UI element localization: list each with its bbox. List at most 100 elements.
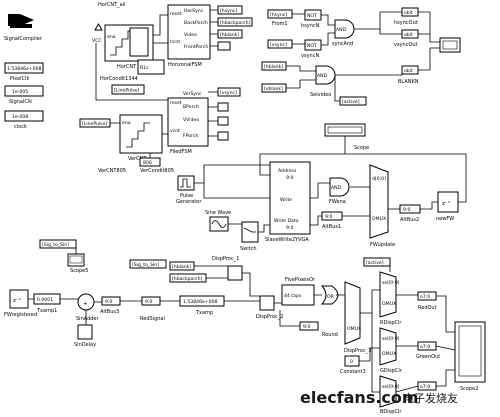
constant3-block[interactable]: 0 Constant3 (340, 355, 366, 375)
vcc-label: VCC (92, 38, 102, 44)
rgb-muxes[interactable]: sel[0:0] OMUX RDispClr sel[0:0] OMUX GDi… (379, 271, 403, 415)
horcnt-block[interactable]: ena HorCNT (104, 24, 154, 70)
svg-text:+: + (83, 301, 88, 307)
svg-text:DispProc_1: DispProc_1 (212, 256, 239, 262)
svg-text:AND: AND (336, 27, 347, 33)
fwregistered-block[interactable]: z⁻¹ FWregistered (4, 289, 37, 318)
svg-text:FWregistered: FWregistered (4, 312, 37, 318)
sig-to-sin-goto[interactable]: [Sig_to_Sin] (129, 259, 167, 269)
blue-out-block[interactable]: o7:0 (417, 381, 437, 391)
svg-text:Constant3: Constant3 (340, 369, 366, 375)
svg-text:9:0: 9:0 (145, 299, 152, 305)
svg-text:sel[0:0]: sel[0:0] (382, 384, 400, 390)
filed-fsm-block[interactable]: reset vcnt VerSync BPorch VVideo FPorch … (167, 91, 209, 155)
svg-text:d[0:0]: d[0:0] (372, 176, 386, 182)
scope2-block[interactable]: Scope2 (454, 321, 486, 392)
signalclk-value: 1e-005 (12, 89, 28, 95)
txamp1-block[interactable]: 0.0001 Txamp1 (33, 293, 61, 314)
svg-text:0.0001: 0.0001 (37, 297, 53, 303)
svg-text:FWena: FWena (329, 199, 346, 205)
svg-text:sel[0:0]: sel[0:0] (382, 280, 400, 286)
pixelclk-label: PixelClk (10, 76, 29, 82)
sine-wave-block[interactable]: Sine Wave (205, 210, 231, 232)
svg-text:[vsync]: [vsync] (220, 90, 237, 96)
slave-ram-block[interactable]: Address 9:0 Write Write Data 9:0 SlaveWr… (265, 161, 311, 243)
altbus1-block[interactable]: 9:0 AltBus1 (321, 211, 343, 230)
signalclk-block[interactable]: 1e-005 SignalClk (4, 85, 44, 105)
svg-text:Txamp: Txamp (195, 310, 213, 316)
altbus3-block[interactable]: 9:0 AltBus3 (100, 296, 121, 315)
pulse-generator[interactable]: Pulse Generator (176, 175, 202, 205)
svg-text:VVideo: VVideo (183, 117, 199, 123)
round-block[interactable]: 9:0 Round (299, 321, 338, 338)
svg-text:[vsync]: [vsync] (270, 42, 287, 48)
svg-text:OMUX: OMUX (382, 301, 396, 307)
svg-text:SlaveWrite2YVGA: SlaveWrite2YVGA (265, 237, 309, 243)
green-out-block[interactable]: o7:0 GreenOut (416, 341, 440, 360)
svg-text:o7:0: o7:0 (420, 294, 430, 300)
svg-text:newFW: newFW (436, 216, 454, 222)
red-out-block[interactable]: o7:0 RedOut (417, 291, 437, 311)
svg-text:vsyncN: vsyncN (301, 53, 319, 59)
hblank-from-bottom[interactable]: [hblank] [hbackporch] (169, 261, 207, 283)
clock-block[interactable]: 1e-008 clock (4, 110, 44, 130)
fivepixels-block[interactable]: 44 taps FivePixelsOr (281, 277, 316, 306)
sync-logic: [hsync] From1 NOT hsyncN [vsync] NOT vsy… (261, 7, 461, 106)
svg-text:Round: Round (322, 332, 338, 338)
svg-text:0: 0 (350, 359, 353, 365)
svg-text:VerCondit805: VerCondit805 (140, 168, 174, 174)
svg-text:hsyncN: hsyncN (301, 23, 320, 29)
dispproc2-block[interactable]: DispProc_2 (256, 295, 283, 320)
svg-text:Write: Write (280, 197, 292, 203)
signal-compiler-block[interactable]: SignalCompiler (4, 7, 43, 42)
dispproc1-block[interactable]: DispProc_1 (212, 256, 243, 281)
fwena-and-gate[interactable]: AND FWena (329, 177, 350, 205)
svg-text:GreenOut: GreenOut (416, 354, 440, 360)
linepulse-goto[interactable]: [LinePulse] (111, 84, 145, 95)
svg-text:[hsync]: [hsync] (270, 12, 287, 18)
svg-text:Write Data: Write Data (274, 218, 299, 224)
svg-text:FPorch: FPorch (183, 133, 198, 139)
newfw-delay[interactable]: z⁻¹ newFW (436, 191, 459, 222)
sinadder-block[interactable]: + SinAdder (76, 293, 99, 322)
svg-text:z⁻¹: z⁻¹ (13, 297, 21, 304)
or-gate[interactable]: OR (320, 285, 339, 305)
svg-text:Scope5: Scope5 (70, 268, 88, 274)
dispproc3-mux[interactable]: OMUX DispProc_3 (344, 281, 371, 354)
svg-text:806: 806 (143, 160, 152, 166)
svg-text:Scope: Scope (354, 145, 369, 151)
svg-text:[hsync]: [hsync] (220, 8, 237, 14)
sindelay-block[interactable]: SinDelay (74, 324, 96, 348)
and1-gate[interactable] (334, 19, 355, 39)
svg-text:Scope2: Scope2 (460, 386, 478, 392)
watermark-cn: 电子发烧友 (403, 391, 458, 405)
active-from-bottom[interactable]: [active] (363, 257, 391, 267)
svg-text:[LinePulse]: [LinePulse] (114, 88, 139, 94)
svg-text:Address: Address (278, 168, 297, 174)
pixelclk-value: 1.53846e+008 (7, 66, 42, 72)
horcondit-label: HorCondit1344 (100, 76, 138, 82)
pixelclk-block[interactable]: 1.53846e+008 PixelClk (4, 62, 44, 82)
fwupdate-mux[interactable]: d[0:0] OMUX FWupdate (369, 164, 395, 248)
svg-text:z⁻¹: z⁻¹ (442, 200, 450, 207)
sig-to-sin-from[interactable]: [Sig_to_Sin] (39, 239, 77, 249)
vercnt-block[interactable]: ena VerCNT (119, 114, 163, 162)
scope5-block[interactable]: Scope5 (67, 253, 88, 274)
svg-text:[hbackporch]: [hbackporch] (220, 20, 251, 26)
svg-text:FrontPorch: FrontPorch (184, 44, 208, 50)
svg-text:9:0: 9:0 (325, 214, 332, 220)
mid-scope[interactable]: Scope (324, 123, 369, 151)
svg-text:GDispClr: GDispClr (380, 368, 403, 374)
horizontal-fsm-label: HorizonalFSM (168, 62, 202, 68)
horizontal-fsm-block[interactable]: reset hcnt HorSync BackPorch Video Front… (167, 4, 211, 68)
horcnt-all-label: HorCNT_all (98, 2, 126, 8)
txamp-block[interactable]: 1.53846e+008 Txamp (179, 295, 225, 316)
svg-text:FivePixelsOr: FivePixelsOr (285, 277, 316, 283)
svg-text:Generator: Generator (176, 199, 202, 205)
linepulse-from[interactable]: [LinePulse] (79, 118, 111, 128)
horcondit-block[interactable]: B1c HorCondit1344 (100, 59, 165, 82)
altbus2-block[interactable]: 9:0 AltBus2 (399, 204, 421, 223)
svg-text:Selvideo: Selvideo (310, 92, 331, 98)
switch-block[interactable]: Switch (240, 221, 259, 252)
